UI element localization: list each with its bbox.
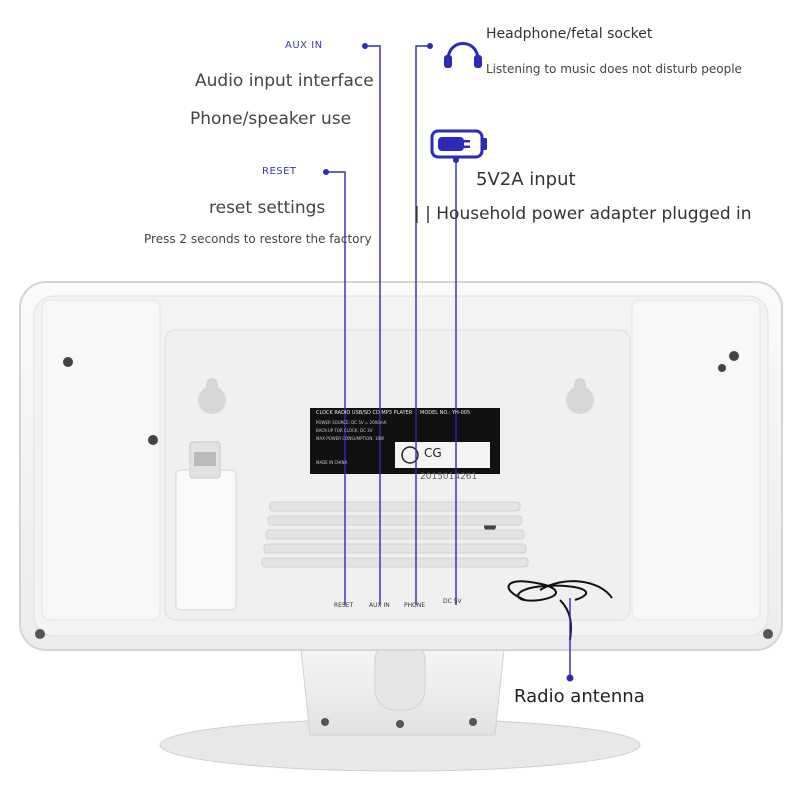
wall-mount-right xyxy=(566,378,594,414)
wall-mount-left xyxy=(198,378,226,414)
callout-dot xyxy=(323,169,329,175)
speaker-vent xyxy=(261,501,529,568)
rating-label-made: MADE IN CHINA xyxy=(316,460,348,465)
callout-dot xyxy=(362,43,368,49)
screw xyxy=(321,718,329,726)
rating-label-model: MODEL NO.: YH-005 xyxy=(420,410,471,416)
rating-label-cg: CG xyxy=(424,446,442,460)
reset-tag: RESET xyxy=(262,166,297,177)
screw xyxy=(35,629,45,639)
rating-label-line4: MAX POWER CONSUMPTION: 10W xyxy=(316,436,384,441)
aux-tag: AUX IN xyxy=(285,40,323,51)
callout-dot xyxy=(427,43,433,49)
antenna-title: Radio antenna xyxy=(514,686,645,707)
port-label-phone: PHONE xyxy=(404,602,426,609)
headphone-icon xyxy=(444,42,482,68)
battery-plug-icon xyxy=(430,129,487,159)
screw xyxy=(469,718,477,726)
aux-subtitle: Phone/speaker use xyxy=(190,109,352,129)
screw xyxy=(718,364,726,372)
battery-door xyxy=(175,469,237,611)
reset-subtitle: Press 2 seconds to restore the factory xyxy=(144,232,372,246)
rating-label-line3: BACK-UP FOR CLOCK: DC 3V xyxy=(316,428,373,433)
headphone-subtitle: Listening to music does not disturb peop… xyxy=(486,62,742,76)
callout-lines xyxy=(326,45,571,678)
port-label-aux: AUX IN xyxy=(369,602,390,609)
port-label-reset: RESET xyxy=(334,602,354,609)
power-subtitle: | | Household power adapter plugged in xyxy=(414,204,752,224)
power-title: 5V2A input xyxy=(476,169,576,190)
screw xyxy=(729,351,739,361)
serial-number: 2015014261 xyxy=(420,472,478,482)
aux-title: Audio input interface xyxy=(195,71,374,91)
screw xyxy=(148,435,158,445)
screw xyxy=(396,720,404,728)
callout-dot xyxy=(566,674,574,682)
headphone-title: Headphone/fetal socket xyxy=(486,26,653,42)
reset-title: reset settings xyxy=(209,198,326,218)
rating-label-line2: POWER SOURCE: DC 5V = 2000mA xyxy=(316,420,387,425)
rating-label-line1: CLOCK RADIO USB/SD CD MP3 PLAYER xyxy=(316,410,413,416)
port-label-dc: DC 5V xyxy=(443,598,462,605)
screw xyxy=(63,357,73,367)
screw xyxy=(763,629,773,639)
